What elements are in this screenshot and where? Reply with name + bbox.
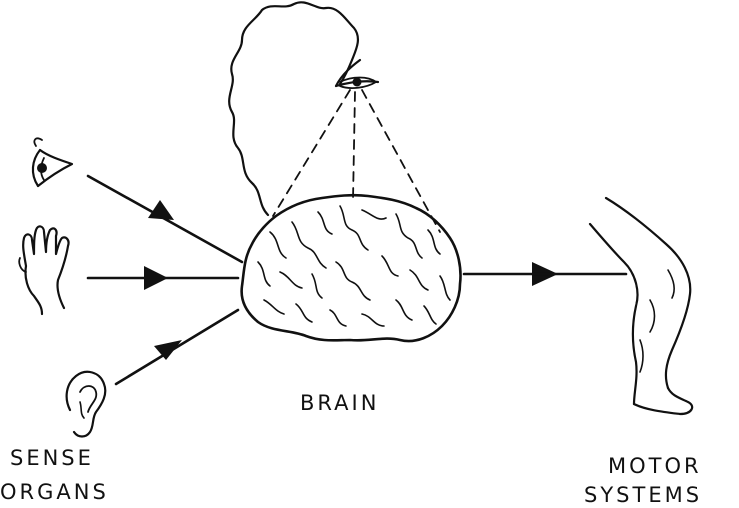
ear-to-brain-arrow [114, 308, 240, 386]
hand-icon [18, 225, 70, 316]
brain-label: BRAIN [300, 391, 380, 415]
eye-icon [31, 137, 74, 188]
projection-lines [272, 89, 441, 233]
arrowhead-hand [144, 266, 168, 290]
brain-icon [240, 193, 462, 343]
arrowhead-ear [154, 340, 182, 360]
thought-bubble [228, 1, 360, 217]
ear-icon [65, 370, 107, 438]
arrowhead-eye [148, 200, 174, 220]
motor-systems-label-line2: SYSTEMS [584, 483, 703, 507]
leg-icon [588, 196, 694, 416]
sense-organs-label-line2: ORGANS [0, 480, 109, 504]
motor-systems-label-line1: MOTOR [608, 454, 702, 478]
arrowheads [144, 200, 558, 360]
inner-eye-icon [334, 58, 380, 89]
sense-organs-label-line1: SENSE [10, 446, 94, 470]
